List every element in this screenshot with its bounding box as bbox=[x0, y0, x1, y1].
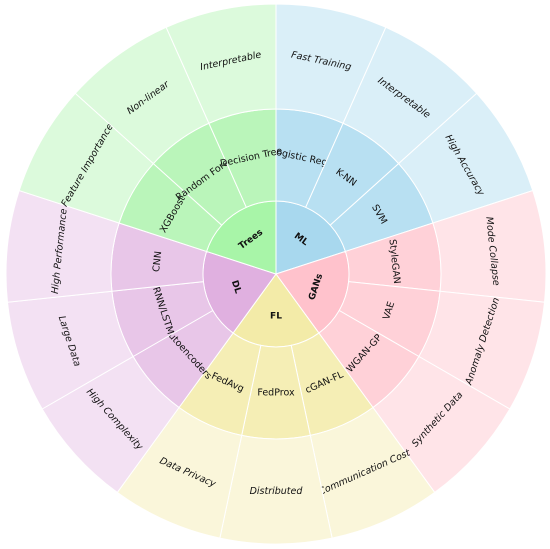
property-sector-interpretable bbox=[165, 3, 277, 124]
group-label: FL bbox=[270, 311, 282, 321]
group-label: DL bbox=[229, 279, 243, 295]
property-label: Distributed bbox=[250, 486, 304, 497]
method-label: StyleGAN bbox=[387, 239, 403, 285]
method-label: VAE bbox=[381, 300, 397, 321]
method-label: CNN bbox=[151, 251, 164, 273]
method-label: FedProx bbox=[257, 388, 295, 399]
